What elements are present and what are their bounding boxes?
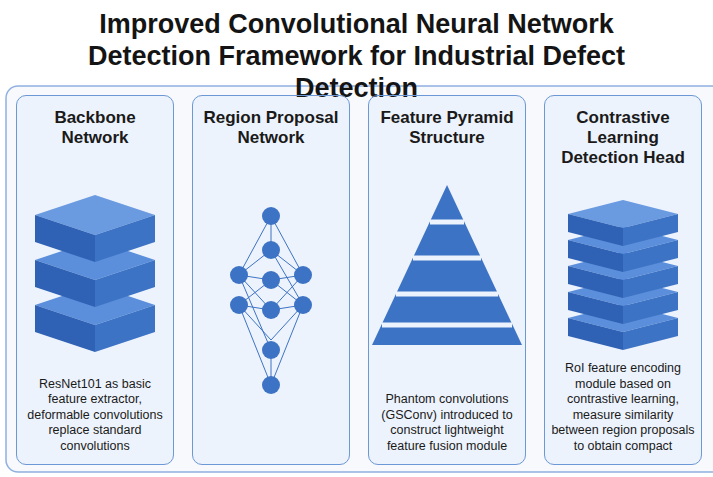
layer-stack-icon: [35, 195, 155, 352]
panel-heading: Feature Pyramid Structure: [375, 108, 519, 148]
stage-panel: Feature Pyramid StructurePhantom convolu…: [368, 95, 526, 465]
network-icon: [230, 207, 312, 394]
pyramid-icon: [372, 185, 522, 345]
outer-frame: [6, 86, 713, 472]
panel-fill: [368, 95, 526, 465]
panel-heading: Backbone Network: [23, 108, 167, 148]
diagram-title: Improved Convolutional Neural Network De…: [0, 8, 713, 104]
stage-panel: Region Proposal Network: [192, 95, 350, 465]
stage-panel: Contrastive Learning Detection HeadRoI f…: [544, 95, 702, 465]
panel-description: ResNet101 as basic feature extractor, de…: [23, 377, 167, 455]
panel-heading: Region Proposal Network: [199, 108, 343, 148]
panel-fill: [544, 95, 702, 465]
panel-description: RoI feature encoding module based on con…: [551, 361, 695, 454]
panel-heading: Contrastive Learning Detection Head: [551, 108, 695, 168]
panel-description: Phantom convolutions (GSConv) introduced…: [375, 392, 519, 454]
layer-stack-icon: [568, 200, 678, 350]
panel-fill: [192, 95, 350, 465]
panel-fill: [16, 95, 174, 465]
stage-panel: Backbone NetworkResNet101 as basic featu…: [16, 95, 174, 465]
